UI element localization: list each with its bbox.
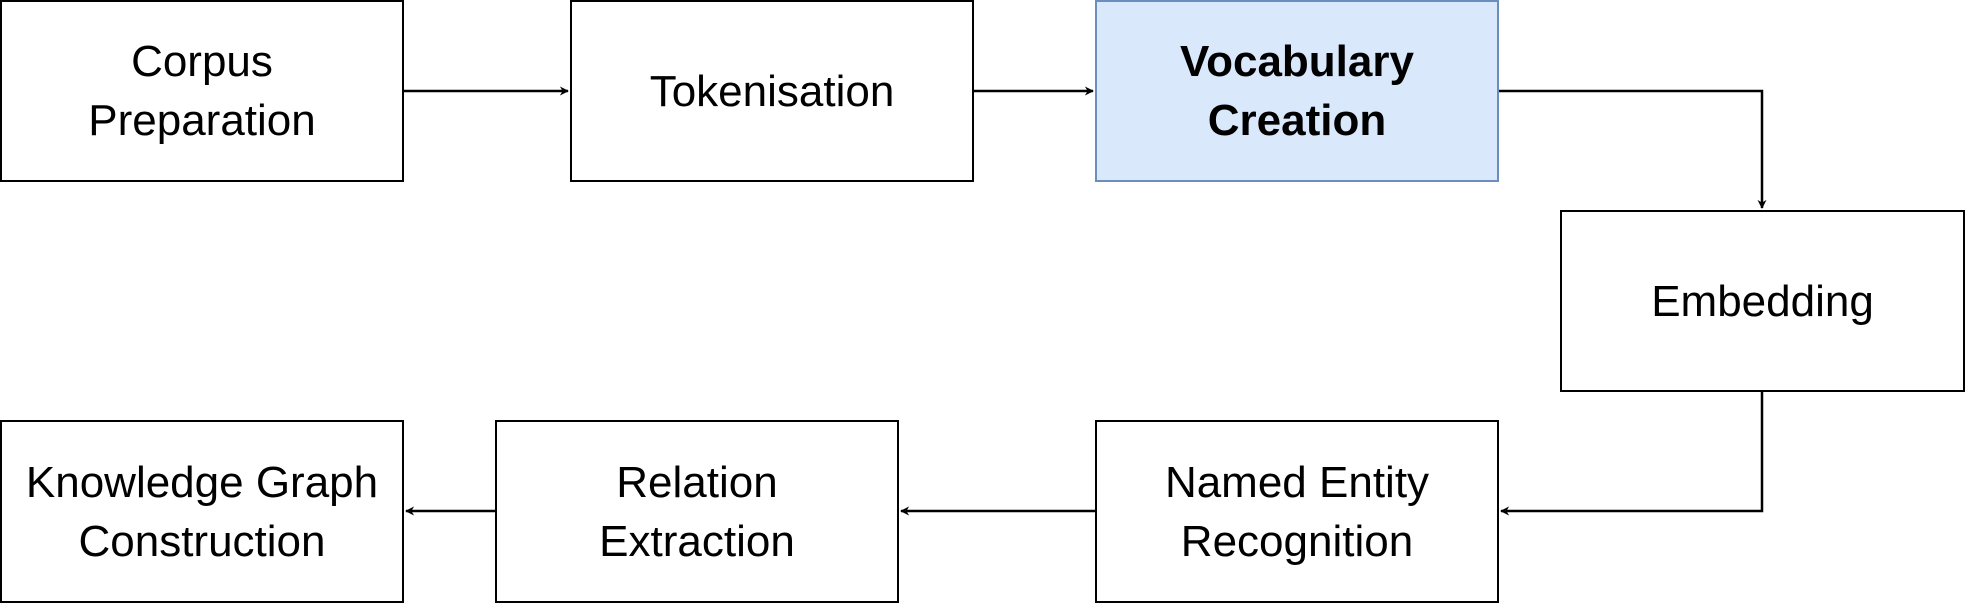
- node-vocabulary-creation-label: Vocabulary Creation: [1180, 37, 1414, 145]
- node-named-entity-recognition-label: Named Entity Recognition: [1164, 457, 1430, 566]
- node-relation-extraction: Relation Extraction: [495, 420, 899, 603]
- node-named-entity-recognition: Named Entity Recognition: [1095, 420, 1499, 603]
- node-embedding-label: Embedding: [1651, 276, 1874, 326]
- arrow-vocabulary-creation-to-embedding: [1499, 89, 1767, 209]
- node-corpus-preparation: Corpus Preparation: [0, 0, 404, 182]
- node-knowledge-graph-construction-label: Knowledge Graph Construction: [25, 457, 379, 566]
- node-knowledge-graph-construction: Knowledge Graph Construction: [0, 420, 404, 603]
- node-corpus-preparation-label: Corpus Preparation: [88, 37, 316, 145]
- node-tokenisation: Tokenisation: [570, 0, 974, 182]
- arrow-embedding-to-named-entity-recognition: [1500, 392, 1764, 516]
- node-relation-extraction-label: Relation Extraction: [599, 457, 795, 566]
- node-embedding: Embedding: [1560, 210, 1965, 392]
- node-tokenisation-label: Tokenisation: [649, 66, 895, 116]
- node-vocabulary-creation: Vocabulary Creation: [1095, 0, 1499, 182]
